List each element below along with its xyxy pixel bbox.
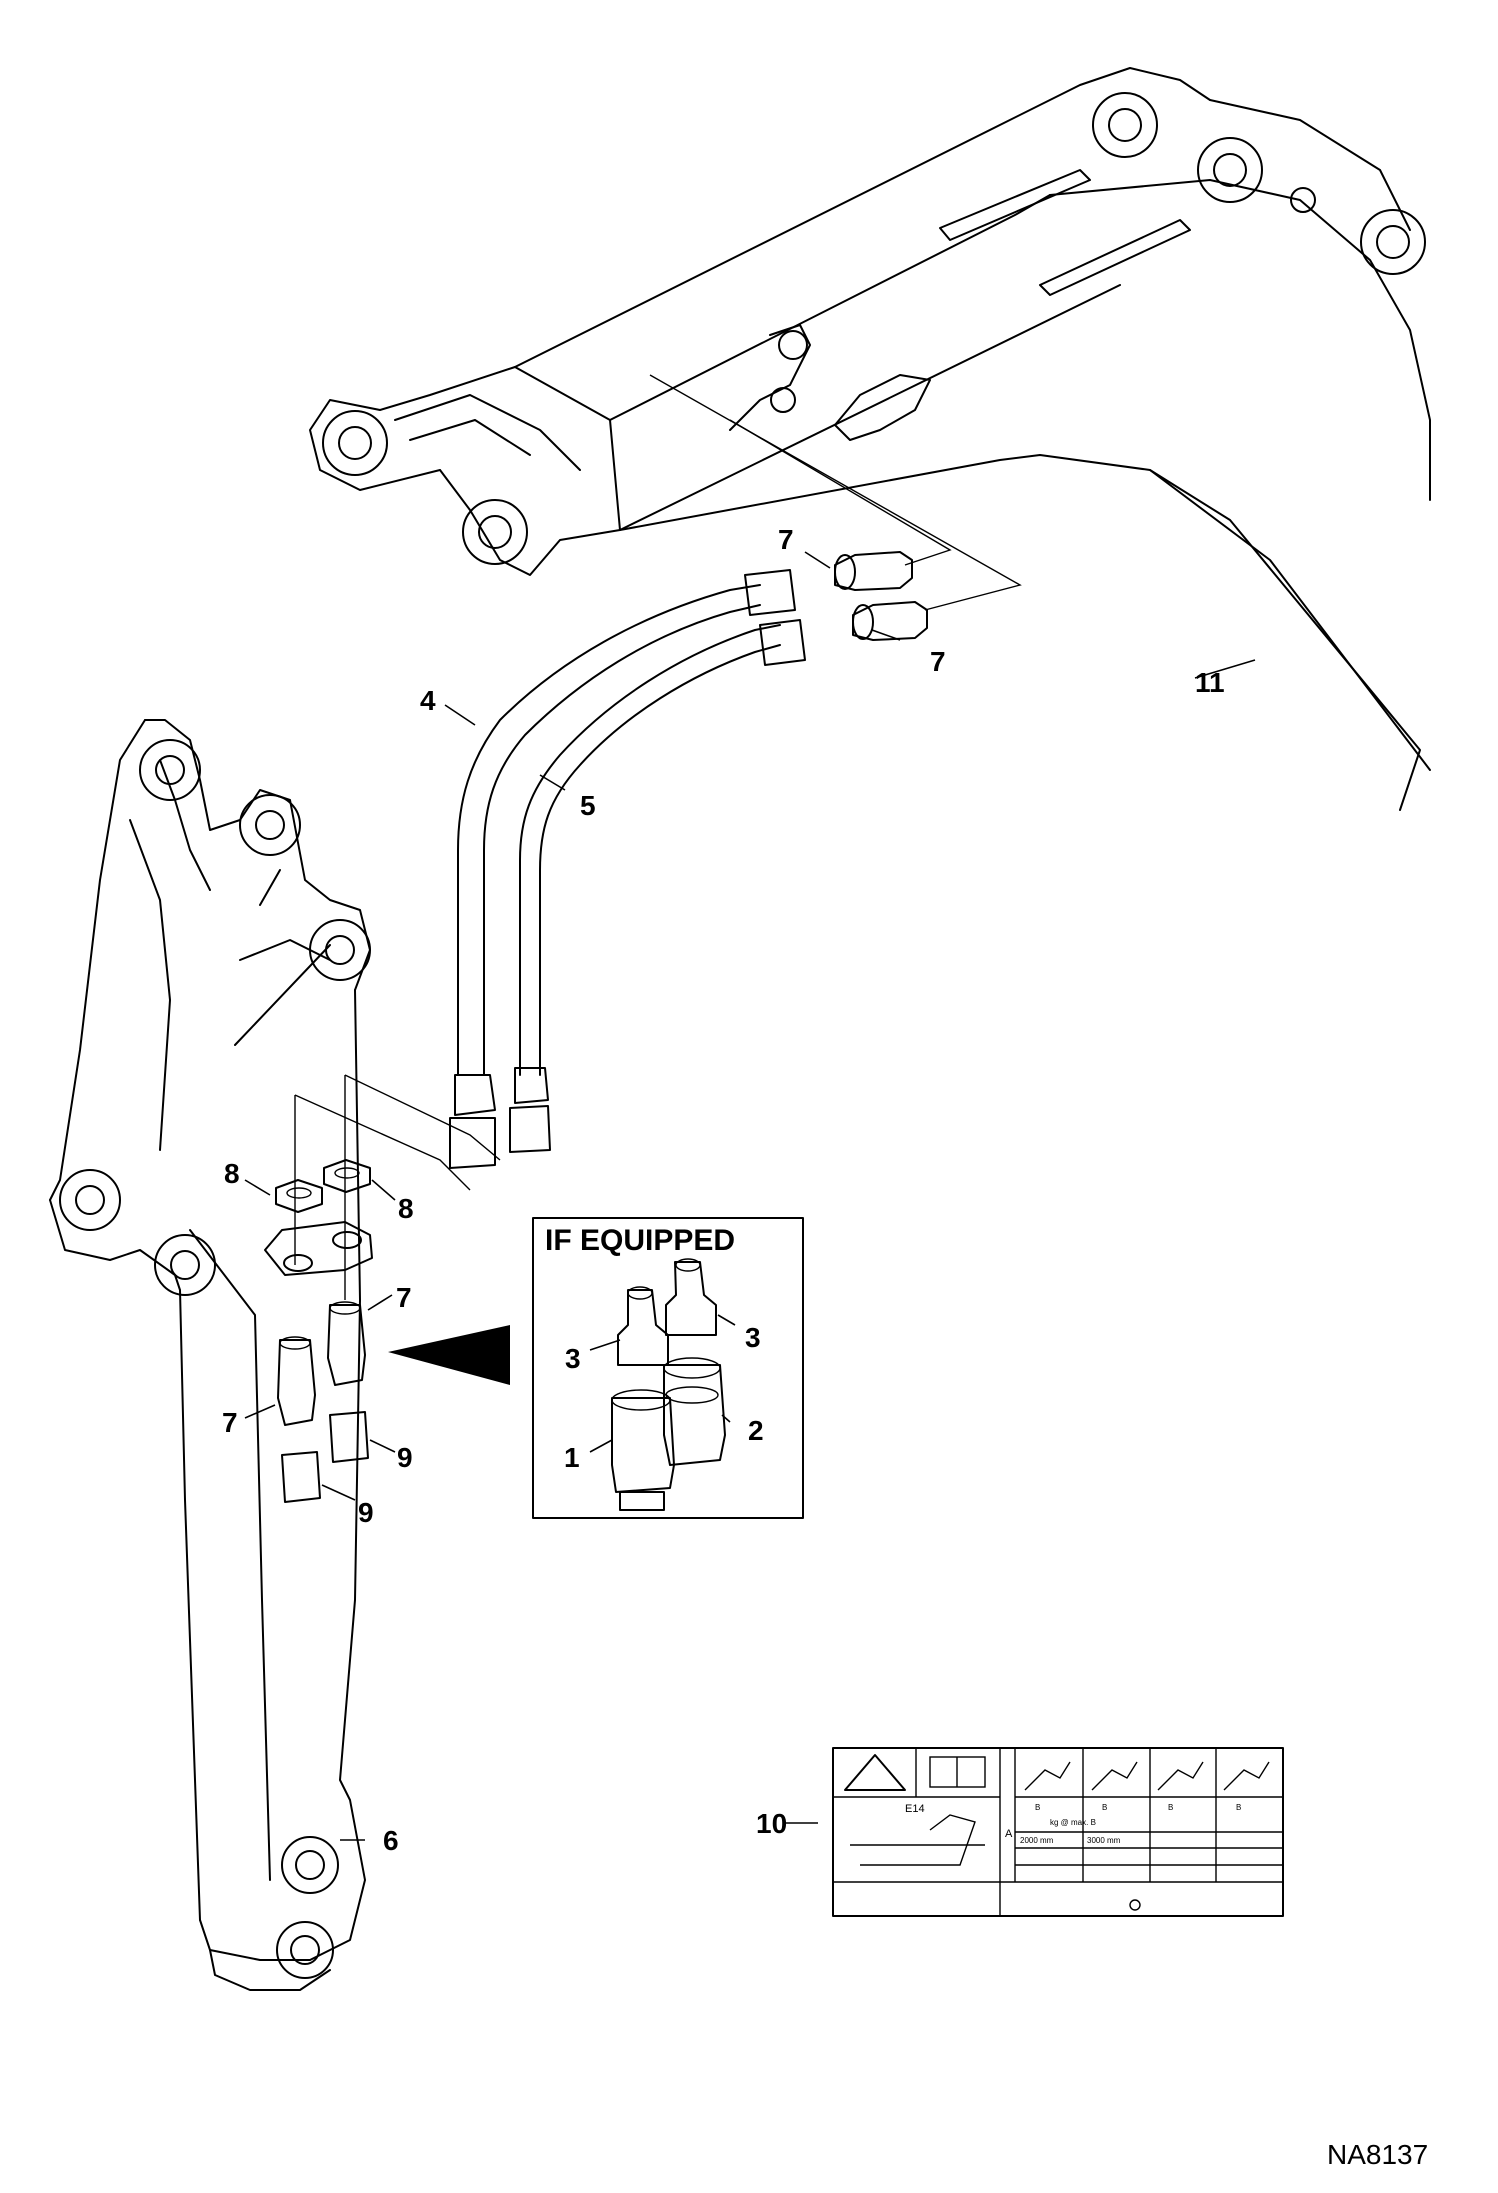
callout-9-left: 9 — [358, 1497, 374, 1528]
inset-title: IF EQUIPPED — [545, 1224, 735, 1257]
callout-6: 6 — [383, 1825, 399, 1856]
boom — [309, 67, 1431, 811]
decal-col-b-4: B — [1236, 1803, 1241, 1812]
callout-7-top: 7 — [778, 524, 794, 555]
figure-id: NA8137 — [1327, 2139, 1428, 2170]
callout-7-right: 7 — [930, 646, 946, 677]
callout-2: 2 — [748, 1415, 764, 1446]
hoses — [449, 569, 806, 1169]
callout-8-left: 8 — [224, 1158, 240, 1189]
callouts: 7 7 11 4 5 8 8 7 7 9 9 3 3 2 1 6 10 — [222, 524, 1225, 1856]
callout-4: 4 — [420, 685, 436, 716]
leader-lines — [244, 551, 1256, 1841]
callout-1: 1 — [564, 1442, 580, 1473]
callout-10: 10 — [756, 1808, 787, 1839]
warning-icon — [844, 1754, 906, 1791]
decal-w2000: 2000 mm — [1020, 1836, 1054, 1845]
callout-7-arm-left: 7 — [222, 1407, 238, 1438]
decal-10: E14 A B B B B kg @ max. B 2000 mm 3000 m… — [832, 1747, 1284, 1917]
callout-3-right: 3 — [745, 1322, 761, 1353]
callout-7-arm-right: 7 — [396, 1282, 412, 1313]
decal-code: E14 — [905, 1803, 925, 1815]
decal-row-a: A — [1005, 1828, 1013, 1840]
callout-8-right: 8 — [398, 1193, 414, 1224]
callout-11: 11 — [1195, 667, 1225, 698]
pointer-arrow — [388, 1325, 510, 1385]
decal-col-max: kg @ max. B — [1050, 1818, 1096, 1827]
callout-5: 5 — [580, 790, 596, 821]
decal-col-b-3: B — [1168, 1803, 1173, 1812]
callout-9-right: 9 — [397, 1442, 413, 1473]
decal-w3000: 3000 mm — [1087, 1836, 1121, 1845]
arm-fittings — [264, 1074, 501, 1503]
decal-col-b-2: B — [1102, 1803, 1107, 1812]
arm — [49, 719, 371, 1991]
callout-3-left: 3 — [565, 1343, 581, 1374]
inset-if-equipped: IF EQUIPPED — [532, 1217, 804, 1519]
upper-fittings — [834, 551, 928, 641]
decal-col-b-1: B — [1035, 1803, 1040, 1812]
